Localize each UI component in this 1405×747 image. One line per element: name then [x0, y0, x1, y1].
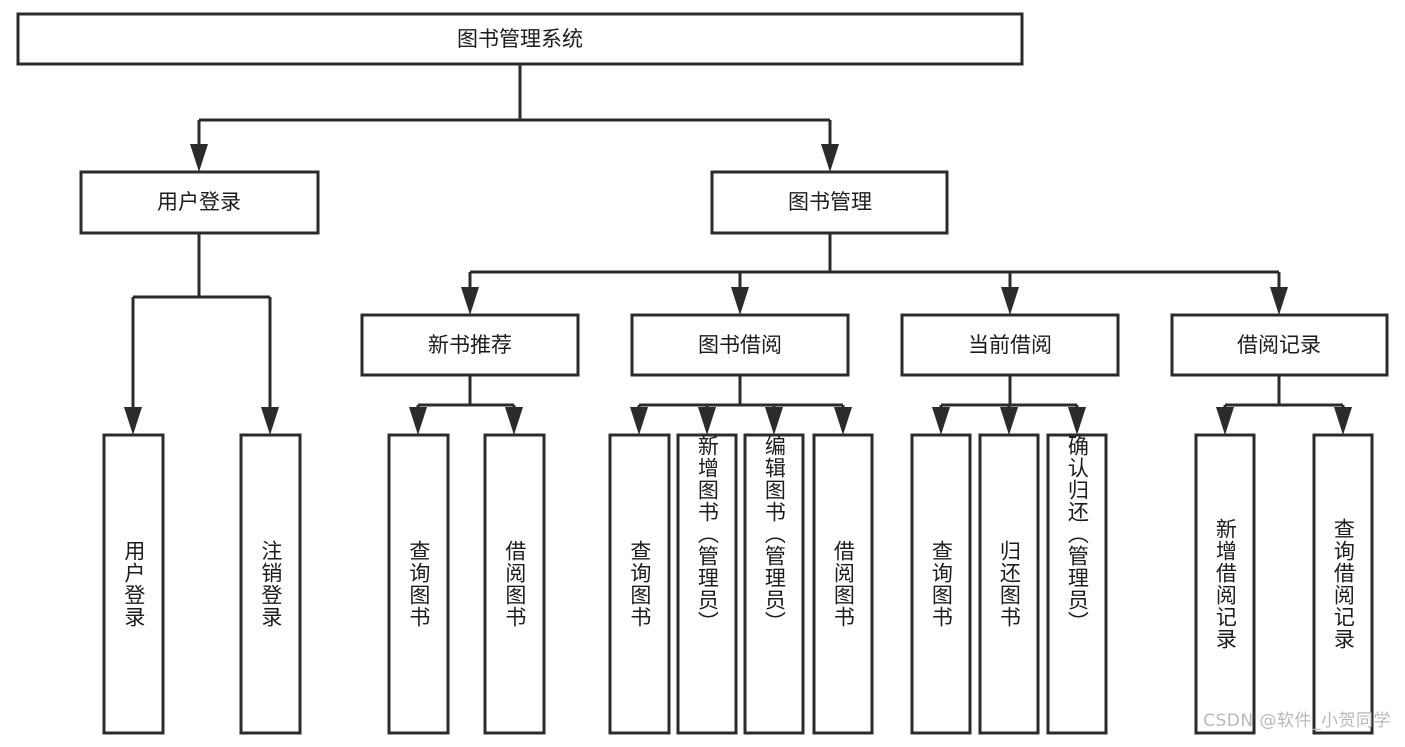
connector-group [124, 64, 1352, 435]
node-new-book-recommend[interactable]: 新书推荐 [360, 313, 580, 377]
node-root[interactable]: 图书管理系统 [16, 12, 1024, 66]
leaf-box-query-record[interactable] [1312, 433, 1374, 735]
arrow-to-leaf-query-book-1 [409, 407, 427, 435]
node-user-login[interactable]: 用户登录 [79, 170, 320, 235]
node-book-borrow-box[interactable] [630, 313, 850, 377]
arrow-to-leaf-query-book-2 [630, 407, 648, 435]
arrow-to-leaf-return-book [1000, 407, 1018, 435]
leaf-box-confirm-return[interactable] [1046, 433, 1108, 735]
arrow-to-user-login [190, 144, 208, 172]
node-user-login-box[interactable] [79, 170, 320, 235]
node-book-manage[interactable]: 图书管理 [710, 170, 949, 235]
node-book-borrow-label: 图书借阅 [698, 333, 782, 357]
leaf-box-borrow-book-2[interactable] [812, 433, 874, 735]
arrow-to-leaf-confirm-return [1068, 407, 1086, 435]
node-new-book-recommend-box[interactable] [360, 313, 580, 377]
leaf-box-add-record[interactable] [1194, 433, 1256, 735]
arrow-to-current-borrow [1001, 287, 1019, 315]
arrow-to-leaf-user-login [124, 407, 142, 435]
leaf-box-query-book-2[interactable] [608, 433, 671, 735]
node-current-borrow-box[interactable] [900, 313, 1120, 377]
arrow-to-leaf-query-record [1334, 407, 1352, 435]
arrow-to-leaf-query-book-3 [932, 407, 950, 435]
node-book-manage-label: 图书管理 [788, 190, 872, 214]
arrow-to-leaf-add-book [698, 407, 716, 435]
node-borrow-record-label: 借阅记录 [1237, 333, 1321, 357]
arrow-to-leaf-add-record [1216, 407, 1234, 435]
arrow-to-new-book [461, 287, 479, 315]
leaf-box-query-book-3[interactable] [910, 433, 972, 735]
arrow-to-book-manage [821, 144, 839, 172]
arrow-to-borrow-record [1270, 287, 1288, 315]
node-borrow-record[interactable]: 借阅记录 [1170, 313, 1389, 377]
arrow-to-leaf-logout [261, 407, 279, 435]
node-book-borrow[interactable]: 图书借阅 [630, 313, 850, 377]
node-book-manage-box[interactable] [710, 170, 949, 235]
node-current-borrow[interactable]: 当前借阅 [900, 313, 1120, 377]
arrow-to-leaf-borrow-book-2 [834, 407, 852, 435]
arrow-to-leaf-borrow-book-1 [505, 407, 523, 435]
leaf-box-add-book[interactable] [676, 433, 738, 735]
arrow-to-leaf-edit-book [765, 407, 783, 435]
leaf-box-return-book[interactable] [978, 433, 1040, 735]
arrow-to-book-borrow [731, 287, 749, 315]
node-borrow-record-box[interactable] [1170, 313, 1389, 377]
watermark-text: CSDN @软件_小贺同学 [1203, 711, 1391, 731]
leaf-box-borrow-book-1[interactable] [483, 433, 546, 735]
node-current-borrow-label: 当前借阅 [968, 333, 1052, 357]
node-new-book-recommend-label: 新书推荐 [428, 333, 512, 357]
leaf-box-logout[interactable] [239, 433, 302, 735]
leaf-box-query-book-1[interactable] [387, 433, 450, 735]
leaf-box-edit-book[interactable] [743, 433, 805, 735]
leaf-box-user-login[interactable] [102, 433, 165, 735]
node-user-login-label: 用户登录 [157, 190, 241, 214]
node-root-box[interactable] [16, 12, 1024, 66]
node-root-label: 图书管理系统 [457, 27, 583, 51]
